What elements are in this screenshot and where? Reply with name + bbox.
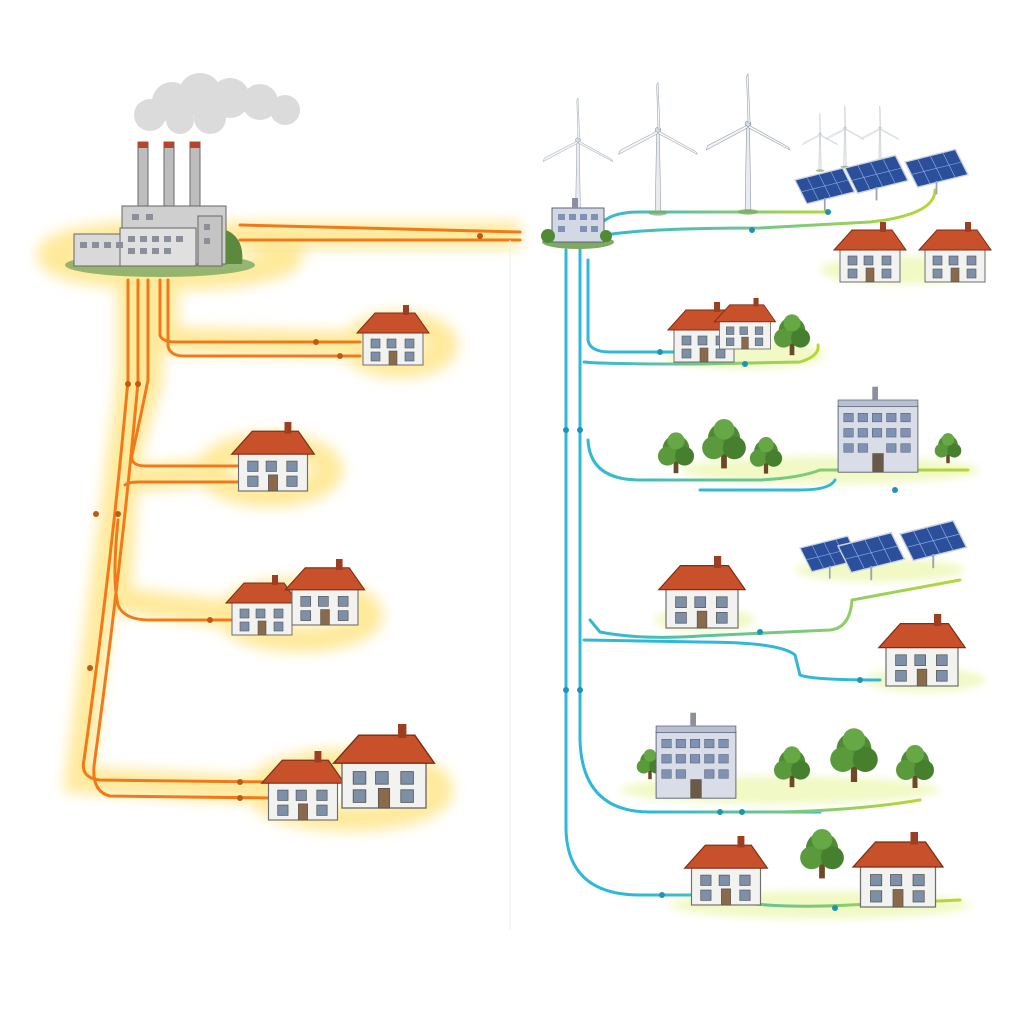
apartment-building-icon xyxy=(655,712,737,799)
left-line-junctions xyxy=(87,233,483,801)
left-to-hub-a xyxy=(238,223,522,234)
house-icon-left-4b xyxy=(332,723,436,809)
branch-line-1b xyxy=(166,278,362,358)
branch-6 xyxy=(648,798,922,814)
trunk-line-b xyxy=(92,278,272,800)
trunk-line-a xyxy=(81,278,272,784)
wind-turbine-icon xyxy=(826,105,864,169)
house-icon-right-1b xyxy=(713,297,777,350)
branch-1b xyxy=(582,343,820,366)
wind-turbine-icon xyxy=(542,97,614,216)
branch-3 xyxy=(588,578,962,639)
right-line-junctions xyxy=(563,209,898,911)
house-icon-right-5 xyxy=(878,613,966,687)
substation-icon xyxy=(541,198,614,249)
branch-1 xyxy=(586,258,692,354)
tree-icon xyxy=(830,728,878,782)
branch-top-b xyxy=(598,188,937,238)
house-icon-left-2 xyxy=(231,421,315,492)
branch-line-1 xyxy=(158,278,362,344)
solar-panel-icon xyxy=(794,167,856,212)
power-plant-icon xyxy=(65,73,300,277)
branch-line-2 xyxy=(130,278,242,468)
house-icon-left-3b xyxy=(284,558,366,626)
tree-icon xyxy=(934,433,962,464)
branch-top-a xyxy=(598,210,832,227)
tree-icon xyxy=(800,828,844,879)
trunk-line-blue-a xyxy=(564,248,702,897)
branch-line-3 xyxy=(113,518,238,622)
apartment-building-icon xyxy=(837,386,919,473)
branch-line-2b xyxy=(123,480,242,487)
left-glow xyxy=(37,220,520,831)
house-icon-right-7a xyxy=(684,835,768,906)
smoke-icon xyxy=(134,73,300,134)
house-icon-right-7b xyxy=(852,831,944,908)
wind-turbine-icon xyxy=(802,112,838,172)
wind-turbine-icon xyxy=(705,73,791,216)
solar-panel-icon xyxy=(904,148,969,196)
house-icon-right-top-b xyxy=(918,221,992,283)
solar-panel-icon xyxy=(844,154,909,202)
trunk-line-blue-b xyxy=(578,248,822,814)
left-network xyxy=(37,73,522,831)
right-network xyxy=(541,73,992,919)
branch-4 xyxy=(582,638,882,682)
house-icon-right-top-a xyxy=(833,221,907,283)
left-power-lines xyxy=(81,223,522,800)
house-icon-right-4 xyxy=(658,555,746,629)
branch-2b xyxy=(698,478,837,492)
wind-turbine-icon xyxy=(618,82,698,217)
branch-2 xyxy=(586,438,970,482)
